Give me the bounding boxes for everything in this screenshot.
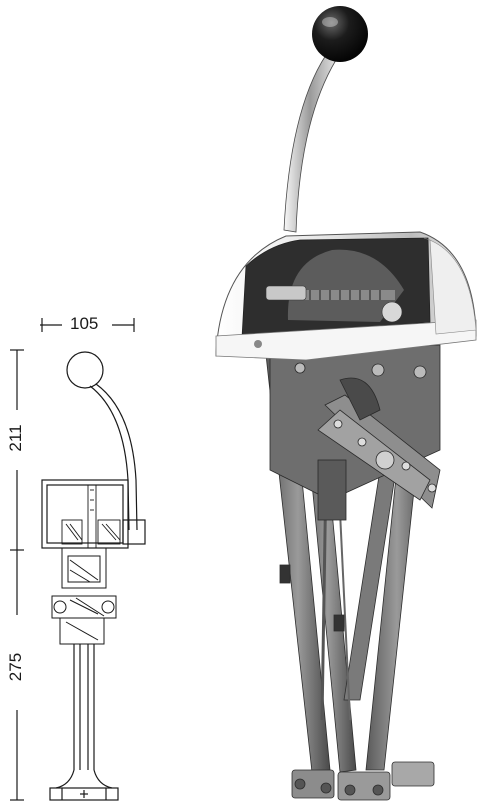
upper-height-dimension-label: 211 [6,424,25,452]
drawing-knob [66,351,104,389]
drawing-housing [41,479,129,549]
drawing-internals [61,485,121,548]
width-dimension-line [40,318,135,332]
height-dimension-line [10,349,24,801]
lever-knob [312,6,368,62]
drawing-mechanism [51,547,117,645]
width-dimension-label: 105 [70,314,99,333]
linkage-mechanism [269,344,441,521]
drawing-base [49,787,119,801]
product-illustration [215,6,477,801]
base-feet [291,761,435,801]
control-lever [283,54,337,233]
lower-height-dimension-label: 275 [6,652,25,682]
drawing-lever [89,383,138,531]
chrome-housing [215,231,477,361]
drawing-column [55,644,113,789]
technical-drawing [10,318,146,801]
